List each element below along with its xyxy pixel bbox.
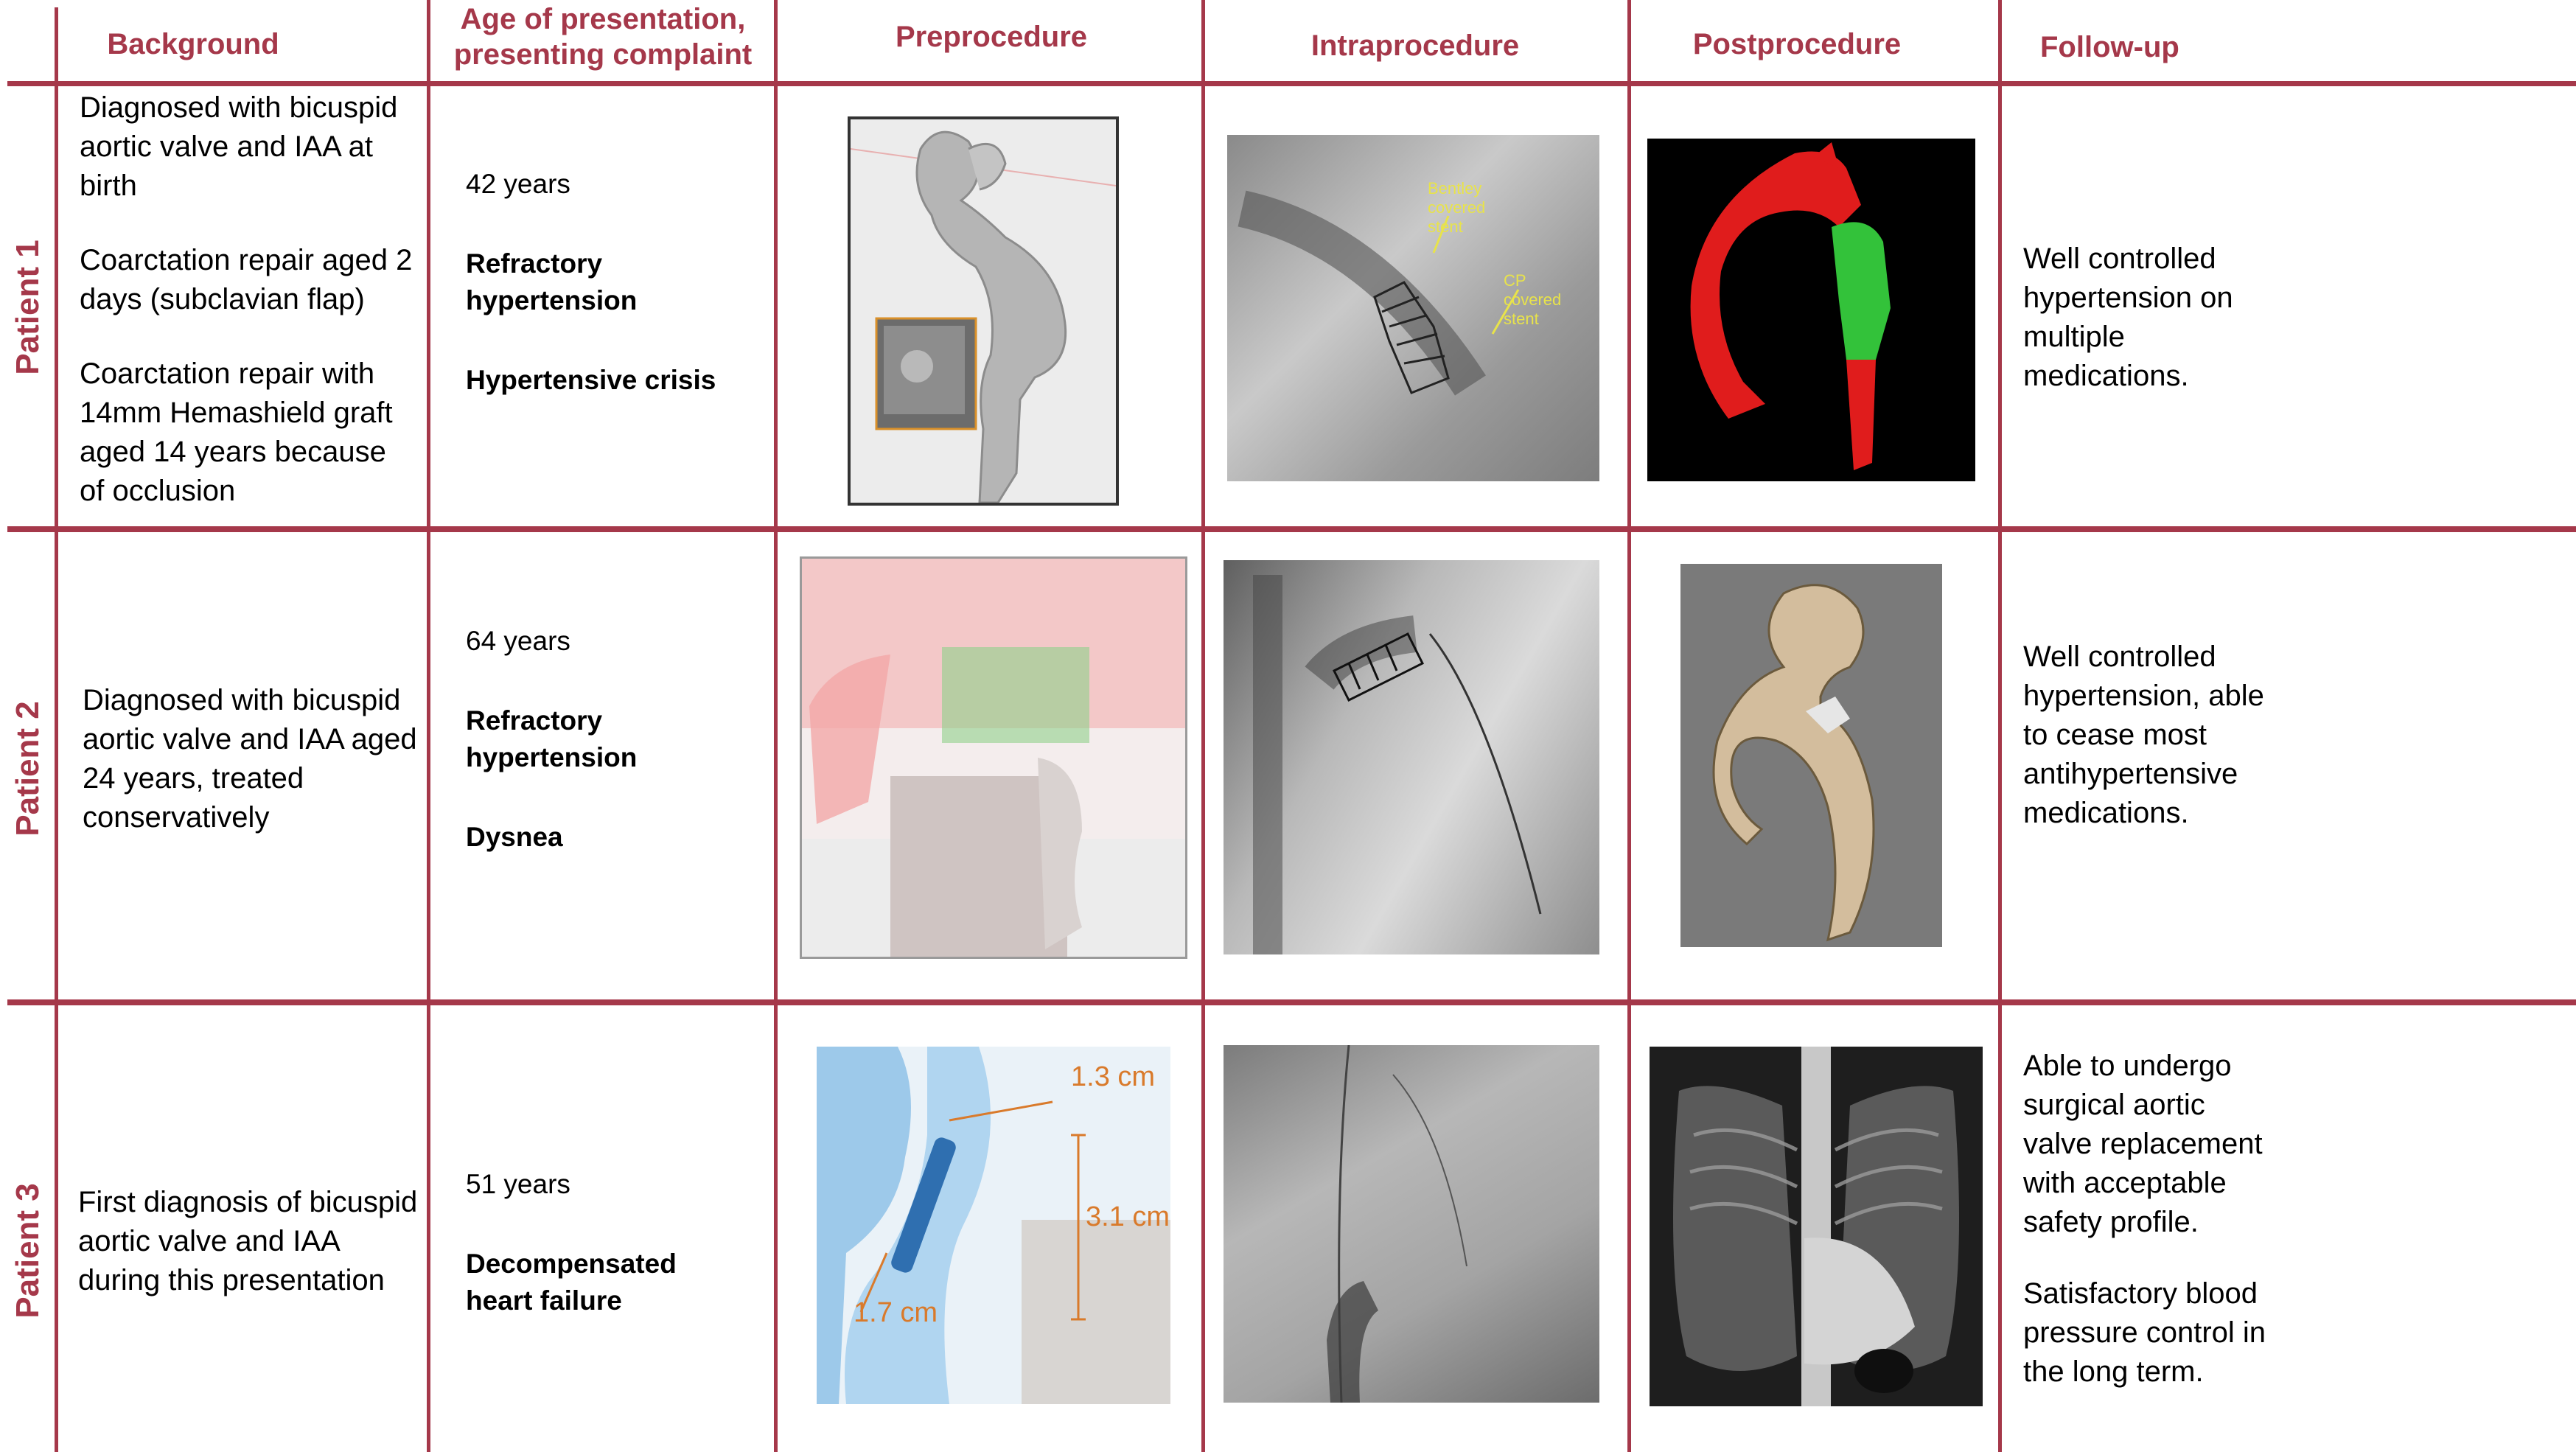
background-cell-patient-2: Diagnosed with bicuspid aortic valve and… (83, 681, 422, 837)
followup-cell-patient-2: Well controlled hypertension, able to ce… (2023, 638, 2266, 865)
aorta-3d-rendering-icon (1712, 584, 1875, 942)
followup-cell-patient-1: Well controlled hypertension on multiple… (2023, 240, 2266, 428)
col-divider-1 (427, 0, 430, 1452)
background-text: Coarctation repair aged 2 days (subclavi… (80, 244, 413, 315)
complaint: Dysnea (466, 822, 563, 852)
col-divider-4 (1627, 0, 1631, 1452)
row-label-patient-2: Patient 2 (10, 701, 46, 837)
background-text: First diagnosis of bicuspid aortic valve… (78, 1186, 418, 1296)
followup-text: Satisfactory blood pressure control in t… (2023, 1277, 2266, 1388)
age-value: 51 years (466, 1169, 570, 1199)
col-divider-0 (55, 7, 58, 1452)
followup-text: Able to undergo surgical aortic valve re… (2023, 1050, 2263, 1238)
age-cell-patient-1: 42 years Refractory hypertension Hyperte… (466, 166, 761, 399)
age-value: 64 years (466, 626, 570, 656)
background-cell-patient-1: Diagnosed with bicuspid aortic valve and… (80, 88, 419, 511)
row-divider-2 (7, 999, 2576, 1005)
intraprocedure-image-patient-1: Bentley covered stent CP covered stent (1227, 135, 1599, 481)
angiogram-icon (1327, 1045, 1467, 1403)
chest-xray-icon (1673, 1047, 1959, 1406)
col-divider-5 (1998, 0, 2002, 1452)
measurement-label-3-1cm: 3.1 cm (1086, 1201, 1170, 1232)
followup-cell-patient-3: Able to undergo surgical aortic valve re… (2023, 1047, 2266, 1424)
postprocedure-image-patient-1 (1647, 139, 1975, 481)
bentley-stent-label: Bentley covered stent (1428, 179, 1486, 236)
postprocedure-image-patient-3 (1650, 1047, 1983, 1406)
age-value: 42 years (466, 169, 570, 199)
stent-angiogram-icon (1238, 190, 1520, 396)
preprocedure-image-patient-3: 1.3 cm 3.1 cm 1.7 cm (817, 1047, 1170, 1404)
measurement-label-1-7cm: 1.7 cm (854, 1297, 938, 1328)
row-divider-1 (7, 526, 2576, 532)
header-divider (7, 81, 2576, 86)
complaint: Refractory hypertension (466, 248, 638, 315)
intraprocedure-image-patient-2 (1224, 560, 1599, 954)
followup-text: Well controlled hypertension on multiple… (2023, 242, 2233, 392)
background-text: Diagnosed with bicuspid aortic valve and… (80, 91, 398, 202)
col-divider-2 (774, 0, 778, 1452)
3d-measurement-model-icon (802, 559, 1185, 957)
stent-angiogram-icon (1253, 575, 1542, 954)
header-preprocedure: Preprocedure (895, 21, 1088, 53)
aorta-3d-model-icon (851, 130, 1116, 503)
header-age: Age of presentation, presenting complain… (453, 3, 753, 71)
preprocedure-image-patient-2 (800, 556, 1187, 959)
complaint: Hypertensive crisis (466, 365, 716, 395)
age-cell-patient-3: 51 years Decompensated heart failure (466, 1166, 761, 1319)
preprocedure-image-patient-1 (848, 116, 1119, 506)
background-text: Diagnosed with bicuspid aortic valve and… (83, 684, 417, 834)
followup-text: Well controlled hypertension, able to ce… (2023, 641, 2264, 829)
col-divider-3 (1201, 0, 1205, 1452)
intraprocedure-image-patient-3 (1224, 1045, 1599, 1403)
header-background: Background (107, 28, 279, 60)
header-followup: Follow-up (2040, 31, 2179, 63)
header-intraprocedure: Intraprocedure (1310, 29, 1520, 62)
header-postprocedure: Postprocedure (1692, 28, 1902, 60)
background-text: Coarctation repair with 14mm Hemashield … (80, 357, 393, 507)
postprocedure-image-patient-2 (1680, 564, 1942, 947)
complaint: Refractory hypertension (466, 705, 638, 772)
3d-sizing-model-icon (817, 1047, 1170, 1404)
color-mesh-aorta-icon (1690, 142, 1891, 470)
measurement-label-1-3cm: 1.3 cm (1071, 1061, 1156, 1092)
background-cell-patient-3: First diagnosis of bicuspid aortic valve… (78, 1183, 425, 1300)
row-label-patient-1: Patient 1 (10, 240, 46, 375)
cp-stent-label: CP covered stent (1504, 271, 1562, 328)
row-label-patient-3: Patient 3 (10, 1183, 46, 1319)
complaint: Decompensated heart failure (466, 1249, 677, 1316)
age-cell-patient-2: 64 years Refractory hypertension Dysnea (466, 623, 761, 856)
